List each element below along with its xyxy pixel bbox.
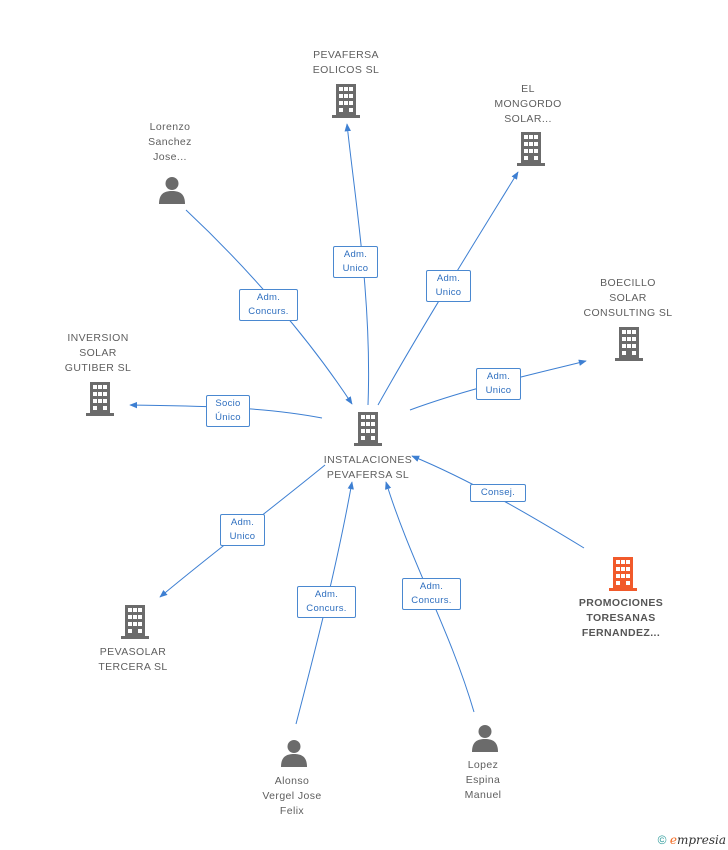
- lopez-label[interactable]: Lopez Espina Manuel: [464, 759, 502, 801]
- boecillo-label[interactable]: BOECILLO SOLAR CONSULTING SL: [583, 277, 673, 319]
- edge-label-lopez[interactable]: Adm. Concurs.: [402, 578, 461, 610]
- edge-label-alonso[interactable]: Adm. Concurs.: [297, 586, 356, 618]
- center-building-icon[interactable]: [354, 412, 382, 446]
- edge-label-inversion[interactable]: Socio Único: [206, 395, 250, 427]
- edge-label-el-mongordo[interactable]: Adm. Unico: [426, 270, 471, 302]
- promociones-label[interactable]: PROMOCIONES TORESANAS FERNANDEZ...: [578, 597, 664, 639]
- el-mongordo-label[interactable]: EL MONGORDO SOLAR...: [494, 83, 562, 125]
- pevasolar-label[interactable]: PEVASOLAR TERCERA SL: [98, 646, 168, 673]
- empresia-logo: © empresia: [658, 833, 726, 847]
- el-mongordo-building-icon[interactable]: [517, 132, 545, 166]
- pevafersa-eolicos-label[interactable]: PEVAFERSA EOLICOS SL: [312, 49, 380, 76]
- lorenzo-label[interactable]: Lorenzo Sanchez Jose...: [148, 121, 192, 163]
- edge-label-pevasolar[interactable]: Adm. Unico: [220, 514, 265, 546]
- center-label[interactable]: INSTALACIONES PEVAFERSA SL: [323, 454, 413, 481]
- lopez-person-icon[interactable]: [472, 725, 498, 752]
- alonso-label[interactable]: Alonso Vergel Jose Felix: [262, 775, 322, 817]
- inversion-label[interactable]: INVERSION SOLAR GUTIBER SL: [64, 332, 132, 374]
- promociones-building-icon[interactable]: [609, 557, 637, 591]
- alonso-person-icon[interactable]: [281, 740, 307, 767]
- lorenzo-person-icon[interactable]: [159, 177, 185, 204]
- copyright-icon: ©: [657, 833, 667, 847]
- edge-label-pevafersa-eolicos[interactable]: Adm. Unico: [333, 246, 378, 278]
- edge-label-promociones[interactable]: Consej.: [470, 484, 526, 502]
- edge-label-lorenzo[interactable]: Adm. Concurs.: [239, 289, 298, 321]
- inversion-building-icon[interactable]: [86, 382, 114, 416]
- pevafersa-eolicos-building-icon[interactable]: [332, 84, 360, 118]
- pevasolar-building-icon[interactable]: [121, 605, 149, 639]
- boecillo-building-icon[interactable]: [615, 327, 643, 361]
- edge-promociones: [411, 455, 585, 549]
- edge-label-boecillo[interactable]: Adm. Unico: [476, 368, 521, 400]
- brand-initial: e: [669, 833, 677, 847]
- brand-name: mpresia: [676, 833, 726, 847]
